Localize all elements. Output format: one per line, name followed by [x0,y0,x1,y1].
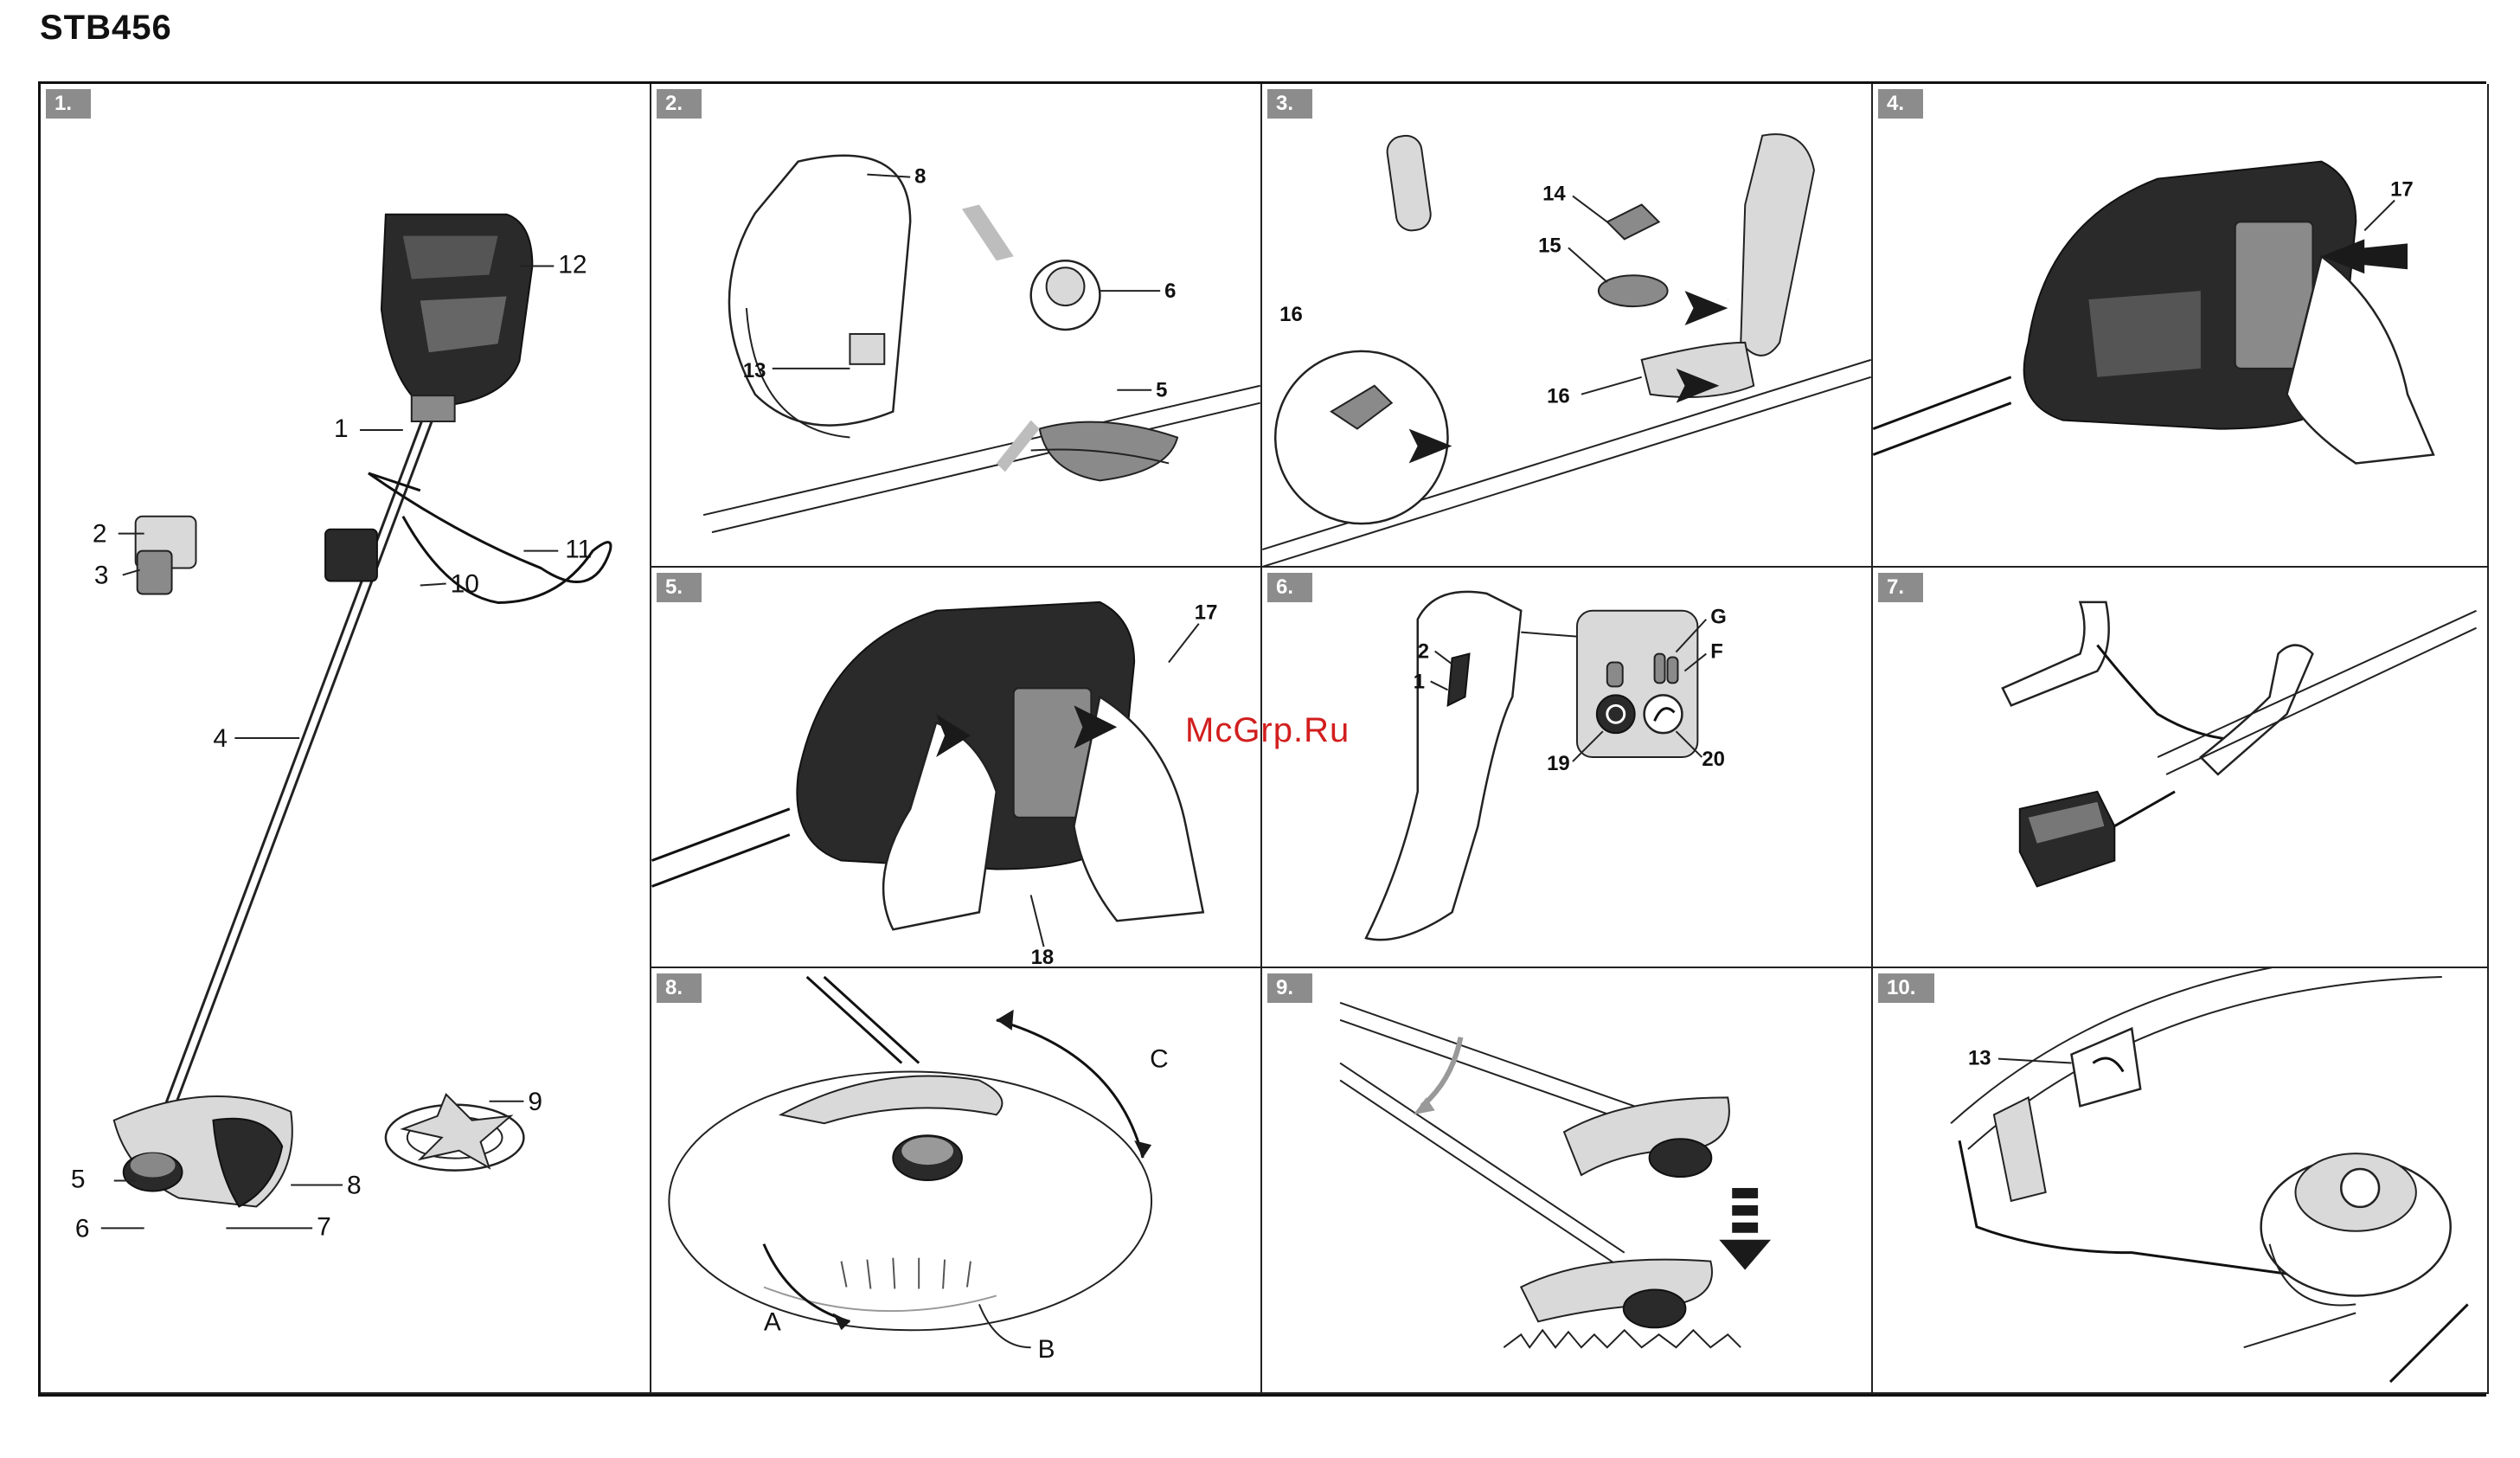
label-8: 8 [347,1172,362,1200]
line-cutter-illustration: 13 [1873,968,2487,1392]
label-17: 17 [1195,601,1218,625]
label-8: 8 [914,165,926,189]
battery-insertion-illustration: 17 [1873,84,2487,566]
panel-8: 8. C A B [651,968,1262,1394]
trimmer-overview-illustration: 12 1 2 3 11 10 4 5 6 7 8 9 [41,84,650,1392]
label-1: 1 [334,414,349,443]
panel-5: 5. 17 18 [651,568,1262,968]
label-A: A [764,1307,781,1336]
label-C: C [1150,1045,1169,1074]
panel-2: 2. 8 6 13 5 [651,84,1262,568]
cutting-direction-illustration: C A B [651,968,1260,1392]
label-B: B [1038,1335,1055,1364]
document-title: STB456 [40,9,172,48]
label-11: 11 [565,536,592,564]
label-G: G [1710,606,1727,629]
label-12: 12 [558,251,587,279]
label-9: 9 [528,1088,542,1116]
label-16: 16 [1279,303,1303,326]
panel-9: 9. [1262,968,1873,1394]
panel-3: 3. 14 15 16 16 [1262,84,1873,568]
panel-7: 7. [1873,568,2489,968]
label-5: 5 [71,1166,86,1194]
label-F: F [1710,640,1723,664]
line-feed-illustration [1262,968,1871,1392]
battery-pack-icon [2020,792,2115,887]
label-2: 2 [1418,640,1429,664]
label-15: 15 [1538,234,1561,257]
battery-removal-illustration: 17 18 [651,568,1260,967]
panel-4: 4. 17 [1873,84,2489,568]
label-6: 6 [75,1214,90,1243]
label-18: 18 [1031,946,1055,967]
label-4: 4 [213,724,228,753]
label-5: 5 [1156,379,1167,402]
label-17: 17 [2390,178,2414,202]
panel-10: 10. 13 [1873,968,2489,1394]
handle-mounting-illustration: 14 15 16 16 [1262,84,1871,566]
label-16-b: 16 [1547,385,1570,408]
control-panel-illustration: 2 1 G F 19 20 [1262,568,1871,967]
operating-position-illustration [1873,568,2487,967]
panel-1: 1. [41,84,651,1394]
panel-6: 6. 2 1 G F 19 20 [1262,568,1873,968]
label-3: 3 [94,562,109,590]
label-7: 7 [317,1212,331,1241]
label-13: 13 [1968,1047,1991,1070]
label-1: 1 [1414,670,1425,693]
guard-mounting-illustration: 8 6 13 5 [651,84,1260,566]
label-20: 20 [1702,748,1725,771]
speed-icon[interactable] [1645,695,1683,733]
label-14: 14 [1542,183,1566,206]
label-6: 6 [1164,279,1176,303]
label-13: 13 [743,359,766,382]
label-19: 19 [1547,752,1570,775]
label-10: 10 [451,569,479,598]
power-icon[interactable] [1597,695,1635,733]
label-2: 2 [93,520,107,549]
watermark: McGrp.Ru [1185,711,1350,750]
